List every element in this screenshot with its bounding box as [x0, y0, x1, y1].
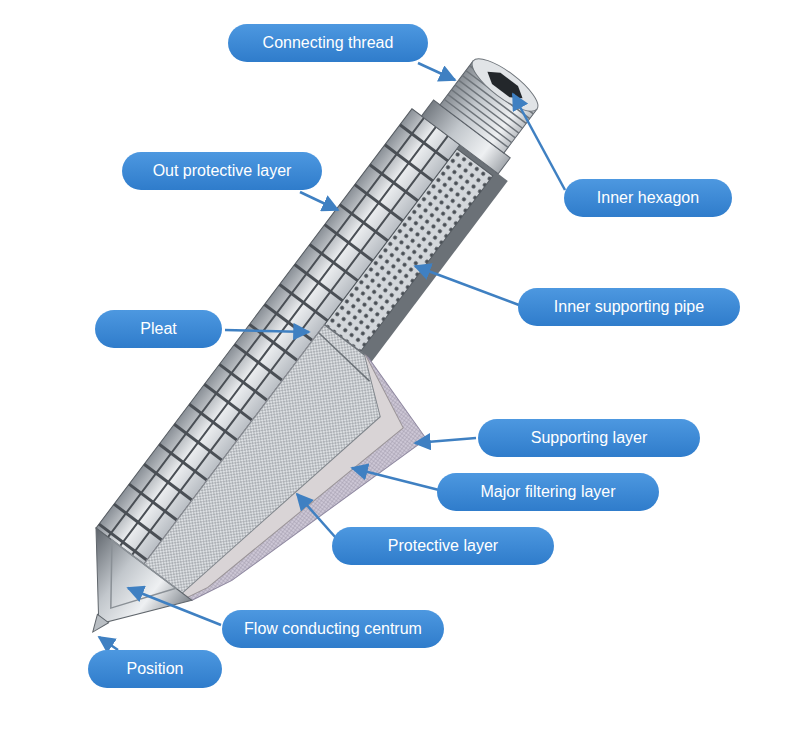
part-name: Position [127, 660, 184, 678]
cone-ring [79, 540, 176, 632]
leader-line [99, 637, 118, 650]
leader-line [225, 330, 309, 332]
major-filtering-layer [144, 325, 424, 640]
part-name: Major filtering layer [480, 483, 615, 501]
part-name: Pleat [140, 320, 176, 338]
callout-pill: Out protective layer [122, 152, 322, 190]
flow-cone [51, 528, 192, 660]
leader-line [128, 588, 221, 625]
callout-pill: Position [88, 650, 222, 688]
leader-line [513, 94, 565, 190]
part-name: Inner hexagon [597, 189, 699, 207]
callout-pill: Flow conducting centrum [222, 610, 444, 648]
part-name: Protective layer [388, 537, 498, 555]
protective-layer [144, 325, 404, 625]
callout-pill: Inner supporting pipe [518, 288, 740, 326]
inner-hexagon [483, 66, 527, 104]
leader-lines [99, 63, 565, 650]
callout-pill: Pleat [95, 310, 222, 348]
leader-line [300, 192, 338, 210]
part-name: Flow conducting centrum [244, 620, 422, 638]
position-tip [87, 614, 108, 636]
leader-line [415, 266, 519, 305]
leader-line [297, 494, 336, 538]
pleat-fold [314, 325, 381, 382]
supporting-layer [144, 325, 444, 655]
filter-cartridge [45, 39, 633, 723]
part-name: Out protective layer [153, 162, 292, 180]
callout-pill: Major filtering layer [437, 473, 659, 511]
part-name: Connecting thread [263, 34, 394, 52]
callout-pill: Protective layer [332, 527, 554, 565]
callout-pill: Inner hexagon [564, 179, 732, 217]
callout-pill: Connecting thread [228, 24, 428, 62]
leader-line [418, 63, 455, 80]
leader-line [352, 468, 439, 490]
part-name: Inner supporting pipe [554, 298, 704, 316]
leader-line [415, 438, 476, 443]
callout-pill: Supporting layer [478, 419, 700, 457]
end-face [465, 51, 545, 120]
part-name: Supporting layer [531, 429, 648, 447]
